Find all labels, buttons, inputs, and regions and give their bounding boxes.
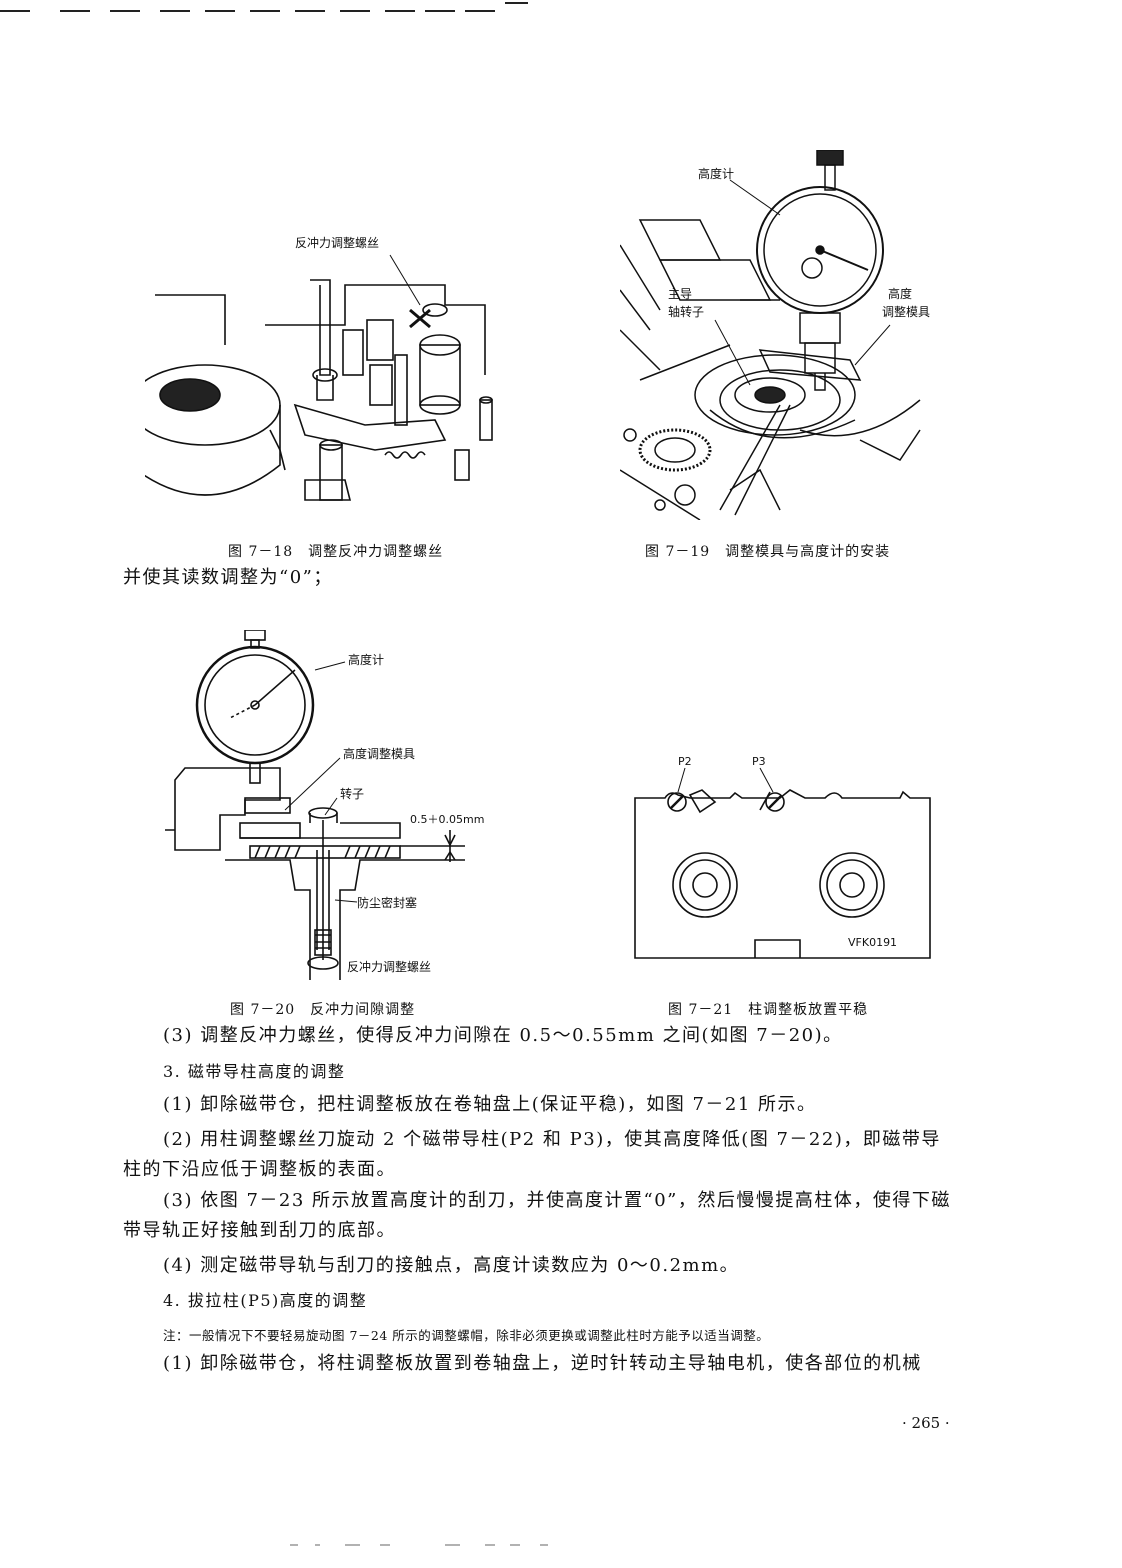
caption-fig-7-18: 图 7－18 调整反冲力调整螺丝 [228, 544, 444, 560]
label-height-gauge: 高度计 [698, 166, 734, 181]
label-backlash-screw-2: 反冲力调整螺丝 [347, 959, 431, 974]
paragraph-s3-step2-line1: (2) 用柱调整螺丝刀旋动 2 个磁带导柱(P2 和 P3)，使其高度降低(图 … [163, 1129, 941, 1150]
paragraph-step3-backlash: (3) 调整反冲力螺丝，使得反冲力间隙在 0.5～0.55mm 之间(如图 7－… [163, 1025, 843, 1046]
section-heading-4: 4. 拔拉柱(P5)高度的调整 [163, 1291, 368, 1310]
paragraph-s3-step3-line2: 带导轨正好接触到刮刀的底部。 [123, 1220, 396, 1241]
figure-7-21: P2 P3 VFK0191 [634, 755, 931, 959]
label-dust-seal: 防尘密封塞 [357, 895, 417, 910]
label-rotor-line1: 主导 [668, 287, 692, 301]
label-gap-value: 0.5＋0.05mm [410, 813, 484, 826]
figure-7-20: 高度计 高度调整模具 转子 0.5＋0.05mm 防尘密封塞 反冲力调整螺丝 [165, 630, 484, 980]
caption-fig-7-20: 图 7－20 反冲力间隙调整 [230, 1002, 416, 1018]
caption-fig-7-19: 图 7－19 调整模具与高度计的安装 [645, 544, 891, 560]
scan-dash-line [0, 2, 528, 12]
label-jig-line2: 调整模具 [882, 304, 930, 319]
figure-7-19: 高度计 主导 轴转子 高度 调整模具 [620, 150, 930, 520]
scan-bottom-marks [290, 1544, 548, 1546]
label-rotor: 转子 [340, 786, 364, 801]
paragraph-continue: 并使其读数调整为“0”； [123, 567, 333, 588]
figure-7-18: 反冲力调整螺丝 [145, 235, 493, 501]
label-height-gauge-2: 高度计 [348, 652, 384, 667]
note-text: 注：一般情况下不要轻易旋动图 7－24 所示的调整螺帽，除非必须更换或调整此柱时… [163, 1328, 770, 1343]
label-part-code: VFK0191 [848, 936, 897, 949]
label-backlash-screw: 反冲力调整螺丝 [295, 235, 379, 250]
paragraph-s3-step3-line1: (3) 依图 7－23 所示放置高度计的刮刀，并使高度计置“0”，然后慢慢提高柱… [163, 1190, 951, 1211]
paragraph-s4-step1: (1) 卸除磁带仓，将柱调整板放置到卷轴盘上，逆时针转动主导轴电机，使各部位的机… [163, 1353, 922, 1374]
caption-fig-7-21: 图 7－21 柱调整板放置平稳 [668, 1002, 869, 1018]
label-rotor-line2: 轴转子 [668, 304, 704, 319]
section-heading-3: 3. 磁带导柱高度的调整 [163, 1062, 346, 1081]
paragraph-s3-step2-line2: 柱的下沿应低于调整板的表面。 [123, 1159, 396, 1180]
page-number: · 265 · [902, 1414, 950, 1432]
label-p3: P3 [752, 755, 766, 768]
label-p2: P2 [678, 755, 692, 768]
label-height-jig: 高度调整模具 [343, 746, 415, 761]
paragraph-s3-step4: (4) 测定磁带导轨与刮刀的接触点，高度计读数应为 0～0.2mm。 [163, 1255, 740, 1276]
label-jig-line1: 高度 [888, 286, 912, 301]
paragraph-s3-step1: (1) 卸除磁带仓，把柱调整板放在卷轴盘上(保证平稳)，如图 7－21 所示。 [163, 1094, 817, 1115]
